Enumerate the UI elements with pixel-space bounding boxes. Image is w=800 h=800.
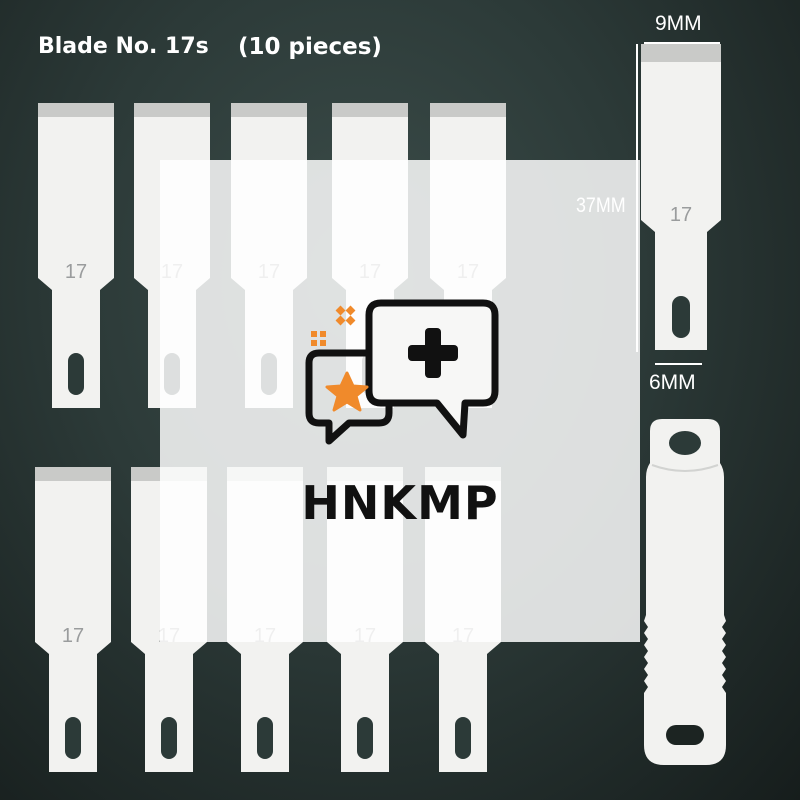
shank-dimension-label: 6MM <box>649 371 696 394</box>
blade-handle <box>644 415 726 767</box>
blade-number: 17 <box>61 625 85 647</box>
blade-number: 17 <box>669 204 693 226</box>
blade-1: 17 <box>38 103 114 408</box>
width-dimension-label: 9MM <box>655 12 702 35</box>
blade-title: Blade No. 17s <box>38 34 209 59</box>
single-blade: 17 <box>641 44 721 350</box>
chat-bubbles-plus-star-icon <box>295 295 505 445</box>
blade-number: 17 <box>64 261 88 283</box>
brand-name: HNKMP <box>301 476 499 530</box>
shank-dimension-line <box>655 363 702 365</box>
width-dimension-line <box>644 42 720 44</box>
blade-6: 17 <box>35 467 111 772</box>
quantity-label: (10 pieces) <box>238 34 382 60</box>
length-dimension-line <box>636 44 638 352</box>
length-dimension-label: 37MM <box>576 194 626 217</box>
